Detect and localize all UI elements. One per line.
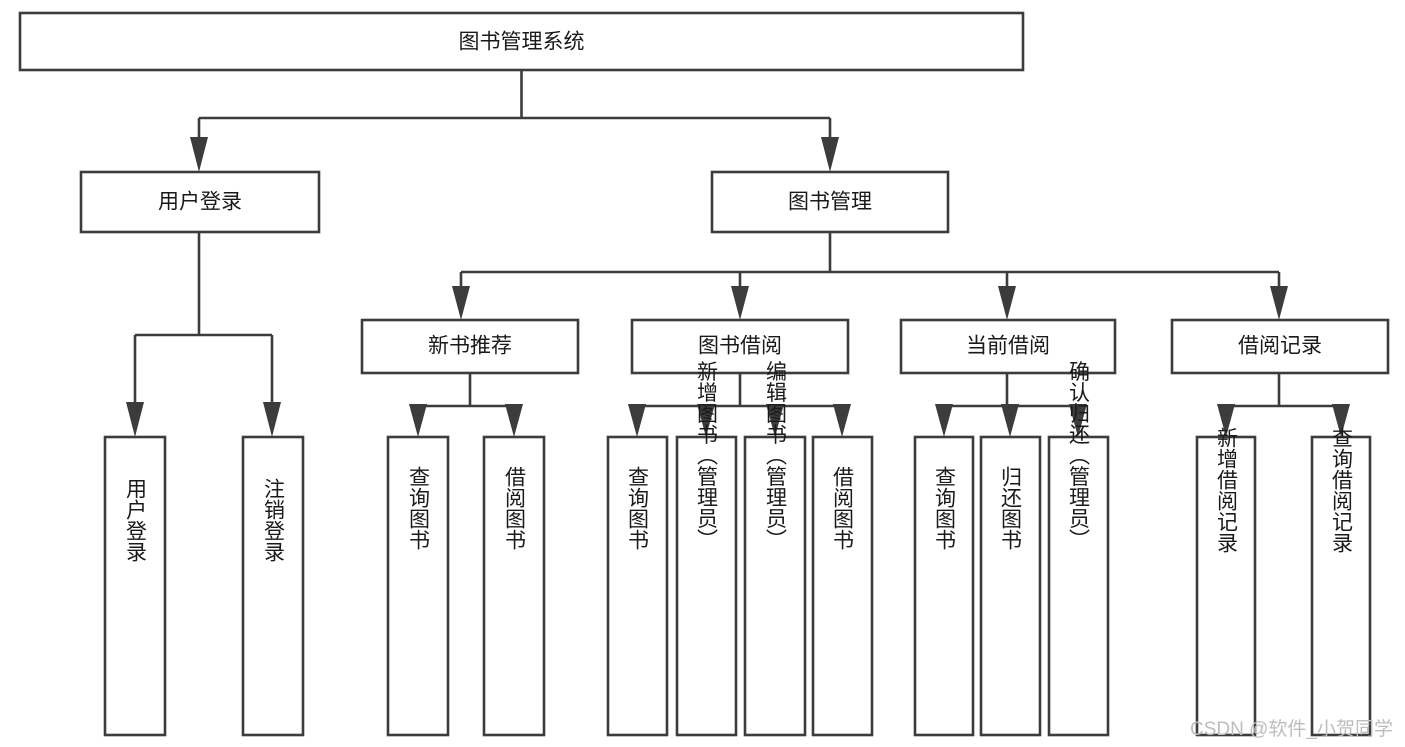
leaf-edit-book-label: 编辑图书（管理员） [764,361,788,550]
book-manage-box[interactable] [710,170,950,234]
arrow-head-leaf-add-book [697,404,715,437]
current-borrow-label: 当前借阅 [966,335,1050,358]
node-leaf-user-login[interactable]: 用户登录 [103,435,167,737]
leaf-borrow-book-2-label: 借阅图书 [831,466,855,550]
leaf-return-book-box[interactable] [979,435,1042,737]
book-manage-label: 图书管理 [788,191,872,214]
leaf-user-login-box[interactable] [103,435,167,737]
arrow-head-leaf-logout-login [263,402,281,437]
arrow-head-borrow-record [1270,286,1288,320]
arrow-head-leaf-query-record [1332,404,1350,437]
leaf-edit-book-box[interactable] [743,435,807,737]
leaf-add-book-label: 新增图书（管理员） [695,361,719,550]
node-leaf-add-book[interactable]: 新增图书（管理员） [675,361,738,737]
arrow-head-leaf-return-book [1001,404,1019,437]
edge-layer [126,70,1350,437]
borrow-record-label: 借阅记录 [1238,335,1322,358]
node-leaf-logout-login[interactable]: 注销登录 [241,435,305,737]
node-leaf-query-record[interactable]: 查询借阅记录 [1310,427,1372,737]
arrow-head-book-borrow [731,286,749,320]
leaf-borrow-book-1-box[interactable] [482,435,546,737]
leaf-logout-login-label: 注销登录 [262,478,286,562]
leaf-add-record-label: 新增借阅记录 [1215,427,1239,553]
leaf-add-book-box[interactable] [675,435,738,737]
leaf-query-book-1-box[interactable] [386,435,450,737]
arrow-head-leaf-query-book-3 [935,404,953,437]
leaf-confirm-return-label: 确认归还（管理员） [1067,361,1091,550]
node-new-book-recommend[interactable]: 新书推荐 [360,318,580,375]
arrow-head-book-manage [821,137,839,172]
root-label: 图书管理系统 [459,31,585,54]
leaf-query-book-3-box[interactable] [913,435,975,737]
node-book-manage[interactable]: 图书管理 [710,170,950,234]
arrow-head-leaf-confirm-return [1069,404,1087,437]
leaf-query-record-box[interactable] [1310,435,1372,737]
leaf-query-book-2-box[interactable] [606,435,669,737]
csdn-watermark: CSDN @软件_小贺同学 [1190,718,1393,740]
node-leaf-return-book[interactable]: 归还图书 [979,435,1042,737]
arrow-head-leaf-borrow-book-2 [833,404,851,437]
leaf-borrow-book-2-box[interactable] [811,435,874,737]
arrow-head-current-borrow [998,286,1016,320]
node-borrow-record[interactable]: 借阅记录 [1170,318,1390,375]
leaf-user-login-label: 用户登录 [124,478,148,562]
arrow-head-leaf-query-book-2 [628,404,646,437]
leaf-query-book-2-label: 查询图书 [626,466,650,550]
node-user-login[interactable]: 用户登录 [79,170,321,234]
leaf-query-book-1-label: 查询图书 [407,466,431,550]
borrow-record-box[interactable] [1170,318,1390,375]
leaf-logout-login-box[interactable] [241,435,305,737]
leaf-query-record-label: 查询借阅记录 [1330,427,1354,553]
node-leaf-borrow-book-1[interactable]: 借阅图书 [482,435,546,737]
leaf-query-book-3-label: 查询图书 [933,466,957,550]
root-box[interactable] [18,11,1025,72]
node-book-borrow[interactable]: 图书借阅 [630,318,850,375]
arrow-head-leaf-borrow-book-1 [505,404,523,437]
current-borrow-box[interactable] [899,318,1117,375]
node-leaf-add-record[interactable]: 新增借阅记录 [1195,427,1257,737]
node-current-borrow[interactable]: 当前借阅 [899,318,1117,375]
leaf-borrow-book-1-label: 借阅图书 [503,466,527,550]
new-book-recommend-label: 新书推荐 [428,335,512,358]
arrow-head-leaf-query-book-1 [409,404,427,437]
node-leaf-borrow-book-2[interactable]: 借阅图书 [811,435,874,737]
leaf-confirm-return-box[interactable] [1047,435,1110,737]
new-book-recommend-box[interactable] [360,318,580,375]
node-leaf-edit-book[interactable]: 编辑图书（管理员） [743,361,807,737]
arrow-head-leaf-add-record [1217,404,1235,437]
node-leaf-query-book-2[interactable]: 查询图书 [606,435,669,737]
user-login-label: 用户登录 [158,191,242,214]
leaf-add-record-box[interactable] [1195,435,1257,737]
node-leaf-confirm-return[interactable]: 确认归还（管理员） [1047,361,1110,737]
node-leaf-query-book-3[interactable]: 查询图书 [913,435,975,737]
user-login-box[interactable] [79,170,321,234]
book-borrow-label: 图书借阅 [698,335,782,358]
arrow-head-new-book-recommend [452,286,470,320]
leaf-return-book-label: 归还图书 [999,466,1023,550]
arrow-head-leaf-edit-book [766,404,784,437]
book-borrow-box[interactable] [630,318,850,375]
node-root[interactable]: 图书管理系统 [18,11,1025,72]
arrow-head-leaf-user-login [126,402,144,437]
arrow-head-user-login [190,137,208,172]
node-leaf-query-book-1[interactable]: 查询图书 [386,435,450,737]
